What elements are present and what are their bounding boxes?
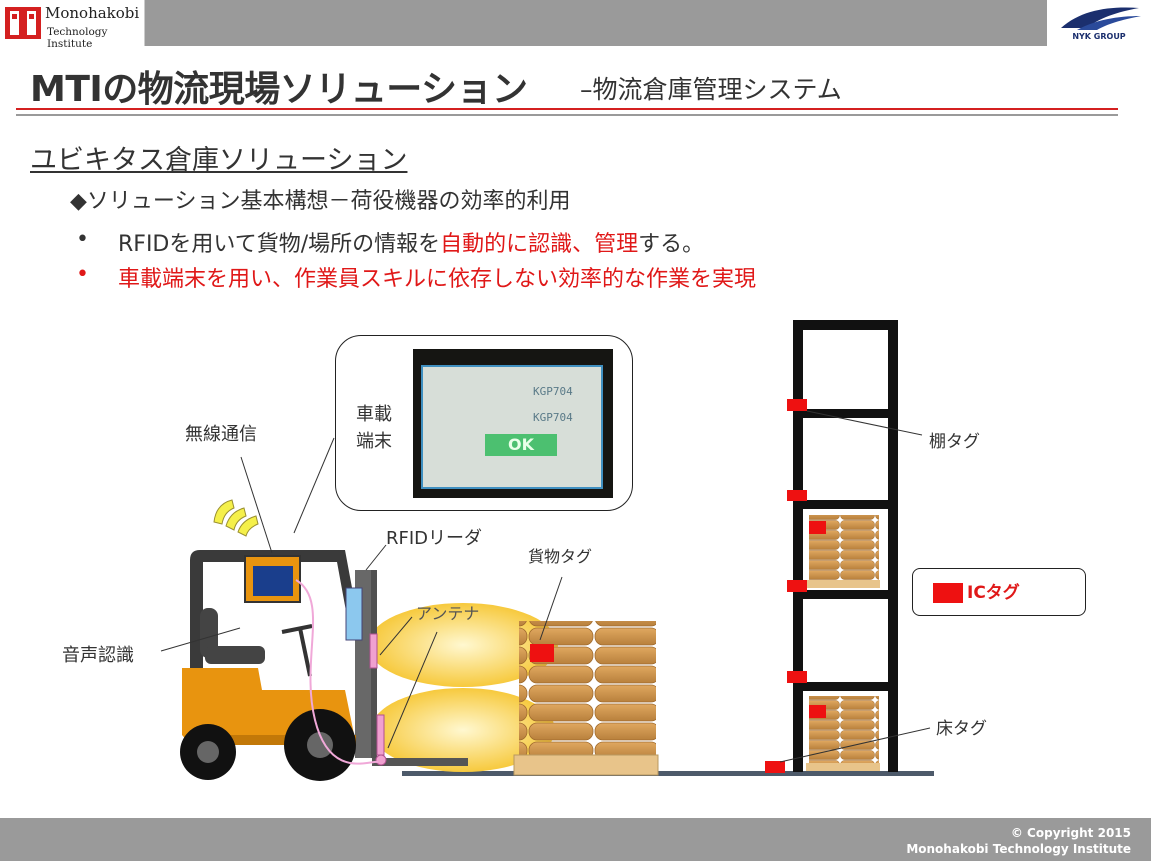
shelf-rack <box>793 320 898 772</box>
wireless-waves-icon <box>213 499 259 537</box>
terminal-label-line1: 車載 <box>356 404 392 425</box>
cargo-tag-label: 貨物タグ <box>528 547 593 566</box>
voice-recognition-label: 音声認識 <box>62 645 134 666</box>
ic-tag-label: ICタグ <box>967 583 1020 603</box>
bullet-1-emphasis: 自動的に認識、管理 <box>440 232 639 257</box>
bullet-marker-1: • <box>76 227 89 252</box>
floor-tag <box>765 761 785 773</box>
antenna-label: アンテナ <box>416 604 480 623</box>
terminal-label-line2: 端末 <box>356 431 392 452</box>
org-name-line2: Technology Institute <box>47 26 108 50</box>
screen-ok-button: OK <box>485 434 557 456</box>
screen-field-2: KGP704 <box>533 411 573 424</box>
mti-logo-icon <box>5 7 41 39</box>
shelf-tag-4 <box>787 671 807 683</box>
concept-line: ◆ソリューション基本構想－荷役機器の効率的利用 <box>70 189 571 214</box>
ic-tag-swatch <box>933 583 963 603</box>
ic-tag-legend: ICタグ <box>912 568 1086 616</box>
antenna-upper <box>369 633 378 669</box>
nyk-bird-icon <box>1061 7 1141 30</box>
cargo-tag <box>530 644 554 662</box>
antenna-beam-upper <box>368 603 558 687</box>
bullet-marker-2: • <box>76 262 89 287</box>
nyk-logo: NYK GROUP <box>1047 0 1151 46</box>
floor-tag-label: 床タグ <box>936 719 987 739</box>
floor-line <box>402 771 934 776</box>
rfid-reader <box>345 587 363 641</box>
page-subtitle: –物流倉庫管理システム <box>580 75 842 104</box>
footer-company: Monohakobi Technology Institute <box>906 842 1131 856</box>
screen-field-1: KGP704 <box>533 385 573 398</box>
section-heading: ユビキタス倉庫ソリューション <box>30 145 408 176</box>
shelf-tag-label: 棚タグ <box>929 432 980 452</box>
org-name-line1: Monohakobi <box>45 4 140 22</box>
header-bar <box>0 0 1151 46</box>
cargo-stack <box>513 621 659 776</box>
mti-logo: Monohakobi Technology Institute <box>0 0 145 50</box>
rfid-reader-label: RFIDリーダ <box>386 528 483 549</box>
rack-cargo-tag-1 <box>809 521 826 534</box>
shelf-tag-3 <box>787 580 807 592</box>
footer-bar: © Copyright 2015 Monohakobi Technology I… <box>0 818 1151 861</box>
nyk-group-text: NYK GROUP <box>1072 32 1126 41</box>
terminal-screen-display: KGP704 KGP704 OK <box>421 365 603 489</box>
bullet-2: 車載端末を用い、作業員スキルに依存しない効率的な作業を実現 <box>118 267 757 292</box>
footer-copyright: © Copyright 2015 <box>1010 826 1131 840</box>
terminal-screen-photo: KGP704 KGP704 OK <box>413 349 613 498</box>
antenna-beam-lower <box>371 688 555 772</box>
wireless-label: 無線通信 <box>185 424 257 445</box>
rack-cargo-tag-2 <box>809 705 826 718</box>
page-title: MTIの物流現場ソリューション <box>30 69 528 110</box>
title-rule-red <box>16 108 1118 110</box>
bullet-1-prefix: RFIDを用いて貨物/場所の情報を <box>118 232 441 257</box>
bullet-1-suffix: する。 <box>638 232 705 257</box>
title-rule-gray <box>16 114 1118 116</box>
forklift <box>180 550 468 781</box>
shelf-tag-2 <box>787 490 807 501</box>
bullet-1: RFIDを用いて貨物/場所の情報を自動的に認識、管理する。 <box>118 226 704 258</box>
shelf-tag-1 <box>787 399 807 411</box>
antenna-lower <box>376 714 385 756</box>
